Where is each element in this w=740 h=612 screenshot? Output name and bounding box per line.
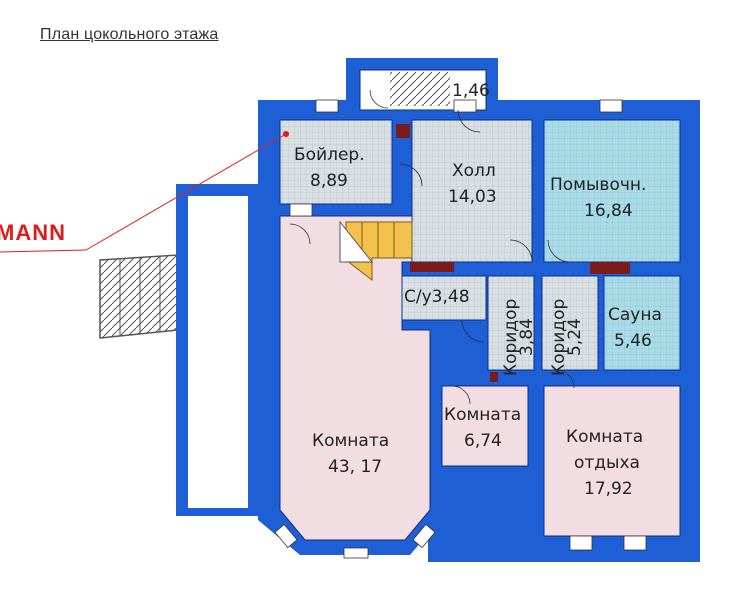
terrace [176,184,266,516]
wc-label: С/у3,48 [404,287,470,307]
rest-room-name1: Комната [566,427,643,447]
boiler-name: Бойлер. [294,145,365,165]
sauna-area: 5,46 [614,331,652,351]
wash-name: Помывочн. [550,175,646,195]
door-swings [289,89,575,405]
room-wc[interactable] [401,275,487,321]
corridor2-name: Коридор [549,299,569,376]
interior-stair [339,220,413,282]
room-corridor-2[interactable] [541,275,599,371]
fixtures [396,124,630,382]
room-boiler[interactable] [279,119,393,205]
sauna-name: Сауна [608,305,662,325]
external-stair [99,254,179,339]
room-corridor-1[interactable] [487,275,535,371]
rest-room-name2: отдыха [574,453,640,473]
top-stair [390,72,450,106]
big-room-name: Комната [312,431,389,451]
room-hall[interactable] [411,119,533,263]
corridor1-area: 3,84 [517,318,537,356]
hall-name: Холл [452,161,496,181]
big-room-area: 43, 17 [328,457,382,477]
small-room-name: Комната [444,405,521,425]
leader-line [0,131,289,253]
stair-area-label: 1,46 [452,81,490,101]
small-room-area: 6,74 [464,431,502,451]
windows [274,99,647,559]
plan-title[interactable]: План цокольного этажа [40,26,219,43]
boiler-area: 8,89 [310,171,348,191]
rest-room-area: 17,92 [584,479,633,499]
corridor2-area: 5,24 [565,318,585,356]
room-rest[interactable] [543,385,681,537]
room-sauna[interactable] [603,275,681,371]
corridor1-name: Коридор [501,299,521,376]
hall-area: 14,03 [448,187,497,207]
room-wash[interactable] [543,119,681,263]
room-small[interactable] [441,385,529,467]
wash-area: 16,84 [584,201,633,221]
brand-text: MANN [0,220,66,245]
